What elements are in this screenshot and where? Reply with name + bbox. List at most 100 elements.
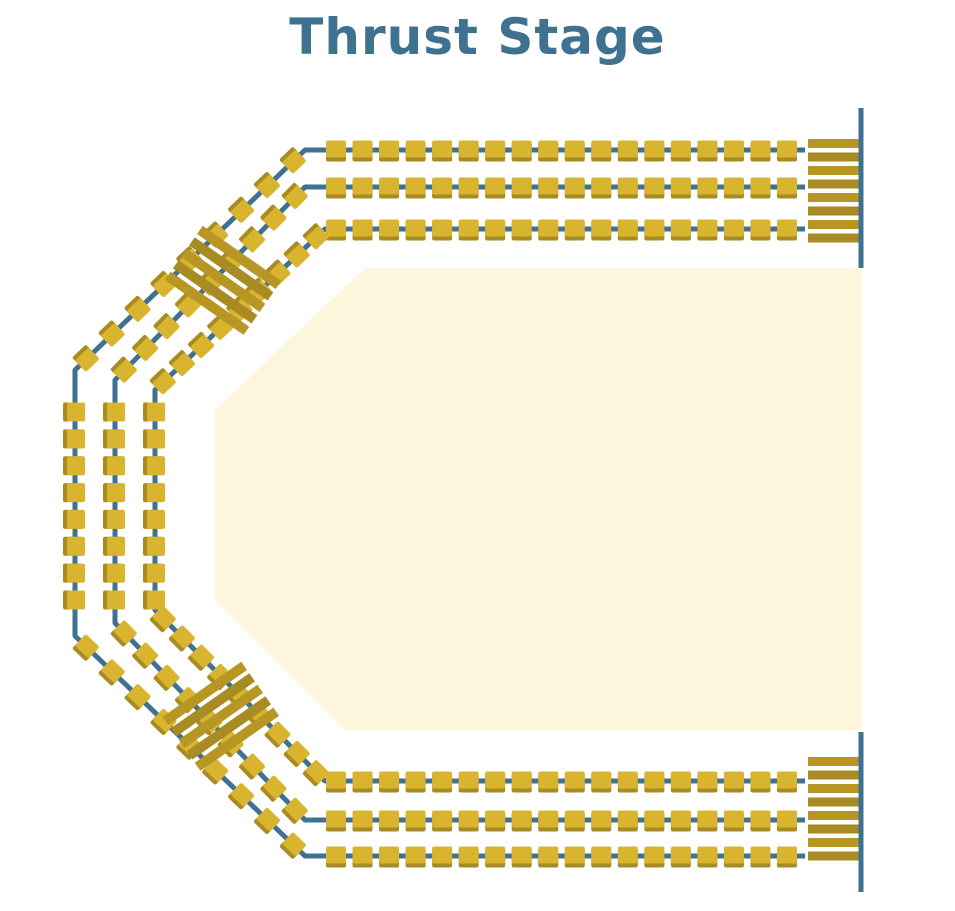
seat	[538, 810, 559, 832]
seat	[379, 771, 400, 793]
seat-bar	[194, 707, 280, 771]
seat	[352, 140, 373, 162]
seat	[379, 219, 400, 241]
seat-bar	[808, 797, 860, 807]
seat-bar	[197, 225, 282, 290]
seat	[511, 846, 532, 868]
seat	[777, 771, 797, 793]
stage-area	[215, 268, 862, 730]
seat	[379, 140, 400, 162]
seat-bar	[808, 838, 860, 847]
seat	[168, 625, 195, 652]
seat	[750, 771, 771, 793]
seat	[143, 456, 165, 476]
seat	[538, 140, 559, 162]
seat-bar	[808, 784, 860, 793]
seat	[697, 219, 718, 241]
seat	[458, 771, 479, 793]
seat	[617, 177, 638, 199]
seat	[617, 219, 638, 241]
seat-blocks	[162, 139, 860, 861]
seat	[564, 140, 585, 162]
seat	[432, 810, 453, 832]
seat	[260, 204, 287, 231]
seat-bar	[808, 179, 860, 189]
lower-corner-seat-block	[162, 661, 280, 771]
seat	[326, 140, 346, 162]
seat	[723, 771, 744, 793]
seat	[110, 356, 137, 383]
seat	[644, 219, 665, 241]
seat	[485, 846, 506, 868]
seat	[564, 846, 585, 868]
seat	[432, 771, 453, 793]
seat	[432, 177, 453, 199]
seat	[103, 509, 125, 529]
seat	[723, 140, 744, 162]
seating-rows	[63, 140, 797, 868]
lower-end-seat-block	[808, 757, 860, 861]
seat	[352, 219, 373, 241]
seat	[538, 846, 559, 868]
seat	[750, 846, 771, 868]
seat	[98, 659, 125, 686]
seat-bar	[808, 757, 860, 766]
seat	[63, 536, 85, 556]
seat	[538, 219, 559, 241]
seat	[103, 590, 125, 610]
seat	[63, 429, 85, 449]
seat	[485, 219, 506, 241]
seat	[458, 177, 479, 199]
seat-bar	[808, 811, 860, 820]
seat	[103, 483, 125, 503]
seat-bar	[170, 673, 256, 737]
seat	[591, 846, 612, 868]
seat	[777, 846, 797, 868]
seat	[143, 483, 165, 503]
seat	[458, 140, 479, 162]
seat	[143, 429, 165, 449]
seat	[511, 140, 532, 162]
seat	[617, 810, 638, 832]
seat	[72, 345, 99, 372]
seat	[352, 177, 373, 199]
seat	[670, 810, 691, 832]
seat	[644, 140, 665, 162]
seat	[617, 846, 638, 868]
seat	[750, 140, 771, 162]
seat	[110, 620, 137, 647]
seat	[143, 563, 165, 583]
seat	[326, 846, 346, 868]
seat	[326, 219, 346, 241]
seat	[103, 536, 125, 556]
seat	[326, 810, 346, 832]
seat	[670, 177, 691, 199]
seat	[723, 177, 744, 199]
seat	[281, 797, 308, 824]
seat-bar	[808, 152, 860, 162]
seat	[143, 509, 165, 529]
seat	[432, 140, 453, 162]
seat	[379, 810, 400, 832]
seat	[149, 368, 176, 395]
seat	[63, 402, 85, 422]
seat	[697, 810, 718, 832]
seat	[432, 219, 453, 241]
seat-bar	[188, 237, 274, 301]
seat	[239, 753, 265, 780]
seat	[591, 177, 612, 199]
seat	[591, 771, 612, 793]
seat	[697, 140, 718, 162]
seat	[644, 810, 665, 832]
seat	[697, 771, 718, 793]
seat-bar	[180, 248, 266, 312]
seat	[143, 536, 165, 556]
seat	[670, 846, 691, 868]
seat	[564, 810, 585, 832]
seat	[697, 846, 718, 868]
seat	[670, 140, 691, 162]
seat	[644, 846, 665, 868]
seat	[132, 334, 159, 361]
seat	[188, 332, 215, 358]
seat	[432, 846, 453, 868]
